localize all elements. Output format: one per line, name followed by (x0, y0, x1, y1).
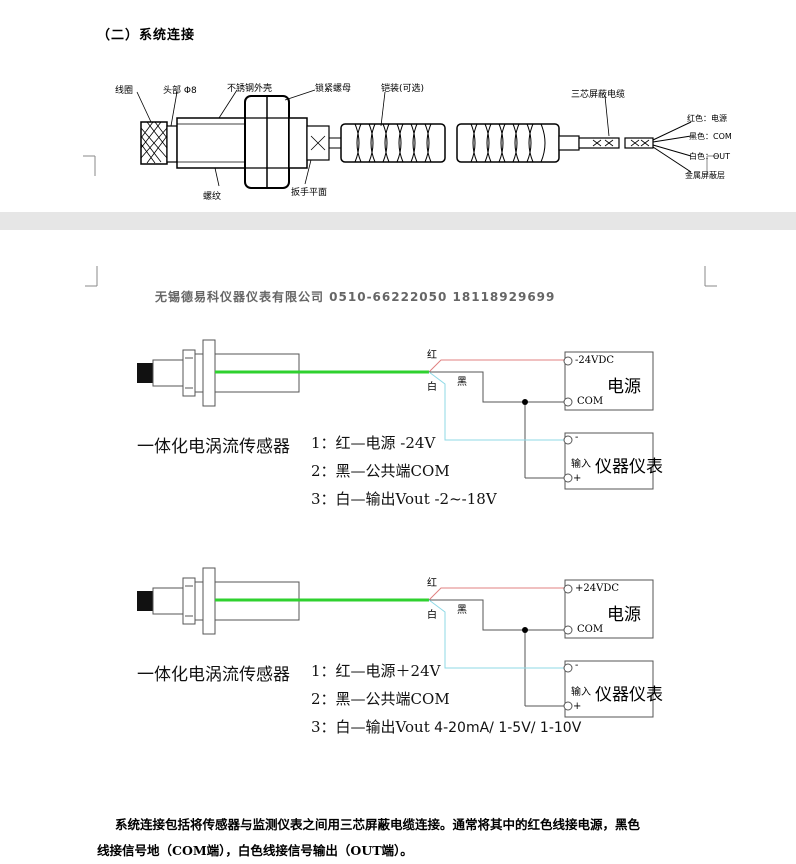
d1-meter-minus: - (575, 432, 579, 443)
d2-legend-2: 2：黑—公共端COM (311, 690, 450, 708)
company-header: 无锡德易科仪器仪表有限公司 0510-66222050 18118929699 (155, 290, 556, 304)
label-coil: 线圈 (115, 86, 134, 96)
d1-power-title: 电源 (607, 377, 641, 397)
d1-legend-2: 2：黑—公共端COM (311, 462, 450, 480)
d2-wire-white-label: 白 (427, 610, 437, 621)
d2-power-title: 电源 (607, 605, 641, 625)
diagram-1-graphics (137, 339, 654, 490)
d2-power-com: COM (577, 624, 604, 635)
label-lock-nut: 锁紧螺母 (315, 84, 352, 94)
d1-meter-plus: + (573, 473, 582, 484)
label-cable: 三芯屏蔽电缆 (571, 90, 626, 100)
d2-legend-3-prefix: 3：白—输出Vout (311, 718, 430, 736)
label-wrench-flat: 扳手平面 (291, 188, 328, 198)
wiring-diagrams (85, 266, 717, 718)
d2-meter-in: 输入 (571, 687, 591, 698)
d1-wire-white-label: 白 (427, 382, 437, 393)
section-title: （二）系统连接 (97, 28, 196, 43)
d2-meter-minus: - (575, 660, 579, 671)
armor-shape-2 (456, 123, 560, 163)
label-armor: 铠装(可选) (381, 84, 425, 94)
d2-legend-3-suffix: 4-20mA/ 1-5V/ 1-10V (429, 720, 582, 736)
label-head: 头部 Φ8 (163, 86, 197, 96)
label-white-wire: 白色：OUT (689, 152, 731, 161)
d1-legend-3: 3：白—输出Vout -2~-18V (311, 490, 497, 508)
body-shape (176, 117, 246, 169)
d2-power-pos: +24VDC (575, 583, 619, 594)
page-2: 无锡德易科仪器仪表有限公司 0510-66222050 18118929699 … (5, 230, 796, 864)
red-wire-2 (428, 587, 565, 601)
d1-power-pos: -24VDC (575, 355, 614, 366)
label-red-wire: 红色：电源 (687, 114, 727, 123)
d1-wire-red-label: 红 (427, 350, 437, 361)
white-wire-2 (428, 599, 565, 669)
red-wire-1 (428, 359, 565, 373)
label-shell: 不锈钢外壳 (227, 84, 273, 94)
black-wire-1 (429, 371, 565, 403)
d2-meter-title: 仪器仪表 (595, 685, 663, 705)
page-gap (0, 212, 796, 230)
white-wire-1 (428, 371, 565, 441)
paragraph-line-1: 系统连接包括将传感器与监测仪表之间用三芯屏蔽电缆连接。通常将其中的红色线接电源，… (115, 817, 641, 832)
label-shield: 金属屏蔽层 (685, 171, 725, 180)
d2-legend-1: 1：红—电源＋24V (311, 662, 441, 680)
d1-power-com: COM (577, 396, 604, 407)
head-shape (166, 125, 178, 163)
power-box-2 (564, 579, 654, 639)
d2-wire-red-label: 红 (427, 578, 437, 589)
meter-box-2 (564, 660, 654, 718)
cable-shape (578, 137, 620, 149)
paragraph-line-2: 线接信号地（COM端），白色线接信号输出（OUT端）。 (97, 843, 413, 858)
d2-meter-plus: + (573, 701, 582, 712)
page-1: （二）系统连接 (5, 0, 796, 212)
power-box-1 (564, 351, 654, 411)
d1-legend-1: 1：红—电源 -24V (311, 434, 436, 452)
armor-shape-1 (340, 123, 446, 163)
d1-wire-black-label: 黑 (457, 377, 467, 388)
d2-sensor-name: 一体化电涡流传感器 (137, 665, 290, 685)
coil-hatch (140, 121, 168, 164)
d1-sensor-name: 一体化电涡流传感器 (137, 437, 290, 457)
cable-fanout (652, 121, 692, 173)
label-black-wire: 黑色：COM (689, 132, 732, 141)
sensor-structure-drawing (83, 89, 719, 189)
black-wire-2 (429, 599, 565, 631)
meter-box-1 (564, 432, 654, 490)
d1-meter-in: 输入 (571, 459, 591, 470)
d2-wire-black-label: 黑 (457, 605, 467, 616)
label-thread: 螺纹 (203, 192, 222, 202)
d1-meter-title: 仪器仪表 (595, 457, 663, 477)
d2-legend-3: 3：白—输出Vout 4-20mA/ 1-5V/ 1-10V (311, 716, 581, 737)
diagram-2-graphics (137, 567, 654, 718)
